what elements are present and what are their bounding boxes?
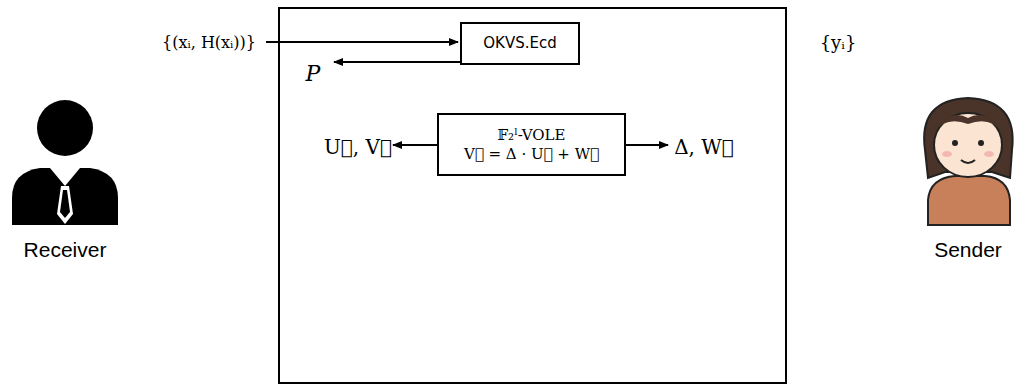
input-set: {yᵢ} (820, 32, 857, 53)
party-name: Receiver (24, 238, 107, 262)
output-arrow (626, 144, 668, 146)
input-set: {(xᵢ, H(xᵢ))} (162, 33, 256, 52)
input-arrow (266, 41, 458, 43)
sender-icon (924, 98, 1013, 225)
box-formula: V⃗ = Δ · U⃗ + W⃗ (464, 145, 599, 164)
party-name: Sender (934, 238, 1002, 262)
process-box: OKVS.Ecd (460, 22, 580, 65)
receiver-icon (12, 100, 118, 225)
box-title: 𝔽₂ˡ-VOLE (497, 126, 565, 145)
box-title: OKVS.Ecd (483, 34, 556, 53)
output-label: Δ, W⃗ (674, 135, 734, 159)
output-arrow (393, 144, 437, 146)
ideal-functionality-frame (279, 8, 786, 383)
output-arrow (334, 61, 460, 63)
output-label: U⃗, V⃗ (324, 135, 392, 159)
process-box: 𝔽₂ˡ-VOLEV⃗ = Δ · U⃗ + W⃗ (437, 113, 626, 176)
output-label: P (306, 61, 321, 86)
